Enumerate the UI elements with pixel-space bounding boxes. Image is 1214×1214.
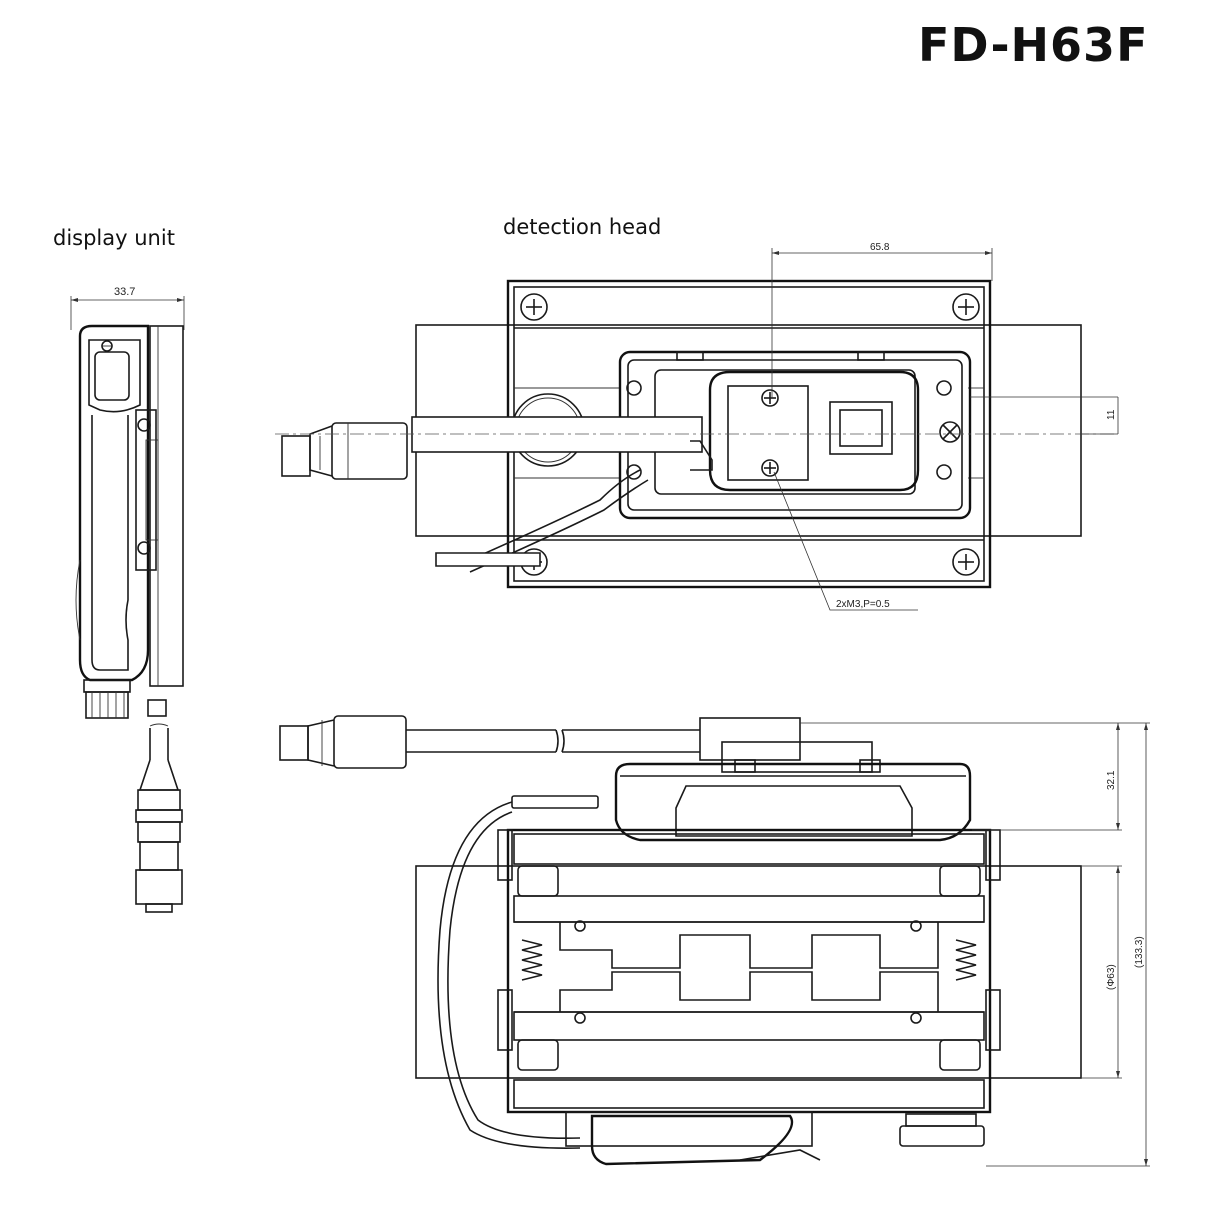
offset-dimension: 11 <box>1106 409 1117 420</box>
model-title: FD-H63F <box>918 18 1149 72</box>
total-height-dimension: (133.3) <box>1134 936 1145 968</box>
pipe-diameter-dimension: (Φ63) <box>1106 964 1117 990</box>
display-width-dimension: 33.7 <box>114 286 135 298</box>
detection-head-side-view: 32.1 (Φ63) (133.3) <box>279 715 1150 1167</box>
display-unit-view: 33.7 <box>70 286 185 913</box>
thread-callout: 2xM3,P=0.5 <box>836 599 890 610</box>
detection-head-caption: detection head <box>503 215 662 239</box>
head-span-dimension: 65.8 <box>870 242 890 253</box>
detection-head-top-view: 65.8 11 2xM3,P=0.5 <box>275 242 1119 611</box>
display-unit-caption: display unit <box>53 226 175 250</box>
top-height-dimension: 32.1 <box>1106 770 1117 790</box>
